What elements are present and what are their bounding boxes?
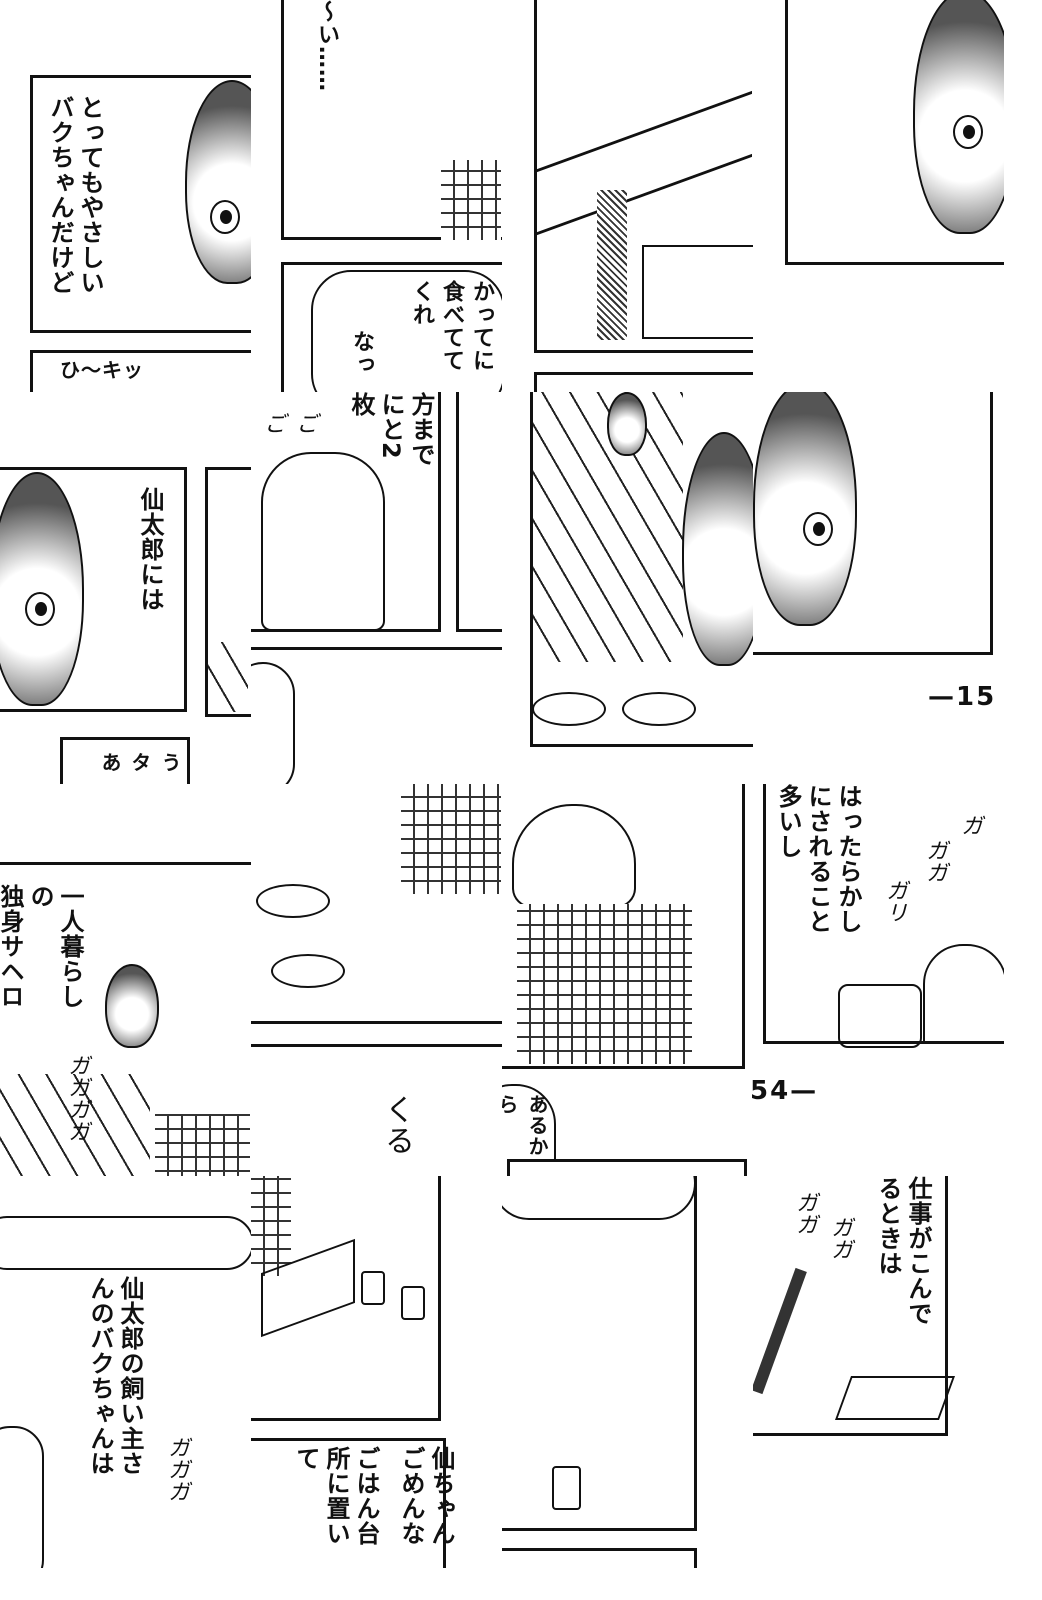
rabbit-illustration — [753, 392, 857, 626]
ink-bottle — [552, 1466, 581, 1510]
tile-r2c2: あるから — [502, 784, 753, 1176]
panel — [60, 737, 190, 784]
tile-r1c2 — [502, 392, 753, 784]
chair-illustration — [838, 984, 922, 1048]
tile-r1c1: 方までにと2枚 ごご — [251, 392, 502, 784]
apron-pattern — [441, 160, 501, 240]
panel — [753, 1176, 948, 1436]
sound-effect: ガガ — [792, 1191, 817, 1235]
tile-r0c0: とってもやさしいバクちゃんだけど ひ〜キッ — [0, 0, 251, 392]
speech-text: 仙太郎には — [136, 487, 164, 612]
tile-r1c3: —15 — [753, 392, 1004, 784]
speech-text: 仙太郎の飼い主さんのバクちゃんは — [86, 1276, 144, 1476]
tile-r3c0: 仙太郎の飼い主さんのバクちゃんは ガガガ — [0, 1176, 251, 1568]
ink-bottle — [361, 1271, 385, 1305]
speed-lines — [208, 642, 248, 712]
rabbit-illustration — [607, 392, 647, 456]
thought-bubble — [0, 1216, 251, 1270]
plate-illustration — [271, 954, 345, 988]
speech-text: うタあ — [98, 752, 182, 773]
shirt-pattern — [401, 784, 501, 894]
sound-effect: ガガ — [827, 1216, 852, 1260]
speech-text: 一人暮らしの — [26, 884, 84, 1009]
rabbit-eye — [210, 200, 240, 234]
tile-r3c3: 仕事がこんでるときは ガガ ガガ — [753, 1176, 1004, 1568]
thought-bubble — [251, 662, 295, 784]
speech-text: なっ — [349, 330, 374, 376]
speech-text: あるから — [502, 1094, 549, 1157]
person-illustration — [0, 1426, 44, 1568]
thought-bubble — [311, 270, 502, 392]
apron-pattern — [517, 904, 692, 1064]
rabbit-illustration — [185, 80, 251, 284]
panel — [251, 1044, 502, 1176]
tile-r2c3: はったらかしにされること多いし ガ ガガ ガリ — [753, 784, 1004, 1176]
panel — [763, 784, 1004, 1044]
panel — [251, 1438, 446, 1568]
page-number: 54— — [748, 1076, 821, 1106]
tile-r3c2 — [502, 1176, 753, 1568]
panel — [30, 350, 251, 392]
panel — [502, 1548, 697, 1568]
speech-text: かってに食べててくれ — [409, 280, 494, 372]
thought-bubble — [502, 1176, 696, 1220]
ink-bottle — [401, 1286, 425, 1320]
speech-text: はったらかしにされること多いし — [774, 784, 862, 934]
page-number: —15 — [928, 682, 997, 712]
rabbit-illustration — [682, 432, 753, 666]
tile-r1c0: 仙太郎には うタあ — [0, 392, 251, 784]
sound-effect: ガ — [957, 814, 982, 836]
speech-text: ひ〜キッ — [60, 358, 144, 382]
rabbit-eye — [25, 592, 55, 626]
panel — [534, 372, 753, 392]
rabbit-illustration — [0, 472, 84, 706]
shirt-pattern — [251, 1176, 291, 1276]
speed-lines — [0, 1074, 150, 1176]
speech-text: 仕事がこんでるときは — [874, 1176, 932, 1326]
speech-text: 方までにと2枚 — [347, 392, 435, 467]
speech-text: 〜い…… — [314, 0, 339, 92]
tile-r2c0: 一人暮らしの 独身サヘロ ガガガガ — [0, 784, 251, 1176]
plate-illustration — [256, 884, 330, 918]
person-illustration — [261, 452, 385, 631]
tile-r0c2 — [502, 0, 753, 392]
tile-r2c1: くる — [251, 784, 502, 1176]
rabbit-eye — [803, 512, 833, 546]
speech-text: とってもやさしいバクちゃんだけど — [46, 95, 104, 295]
speech-text: 独身サヘロ — [0, 884, 24, 1009]
speech-text: くる — [379, 1094, 414, 1156]
person-illustration — [923, 944, 1004, 1043]
sound-effect: ガガガ — [164, 1436, 189, 1502]
tile-r3c1: 仙ちゃんごめんな ごはん台所に置いて — [251, 1176, 502, 1568]
sound-effect: ごご — [260, 412, 317, 434]
box-illustration — [642, 245, 753, 339]
apron-pattern — [155, 1114, 250, 1176]
rabbit-eye — [953, 115, 983, 149]
plate-illustration — [532, 692, 606, 726]
panel — [456, 392, 502, 632]
panel — [502, 1176, 697, 1531]
desk-leg — [597, 190, 627, 340]
rabbit-illustration — [105, 964, 159, 1048]
tile-r0c1: 〜い…… かってに食べててくれ なっ — [251, 0, 502, 392]
speech-text: ごはん台所に置いて — [292, 1446, 380, 1546]
sound-effect: ガガガガ — [64, 1054, 89, 1142]
sound-effect: ガガ — [922, 839, 947, 883]
paper-illustration — [834, 1376, 956, 1420]
sound-effect: ガリ — [882, 879, 907, 923]
speech-text: 仙ちゃんごめんな — [397, 1446, 455, 1546]
plate-illustration — [622, 692, 696, 726]
panel — [507, 1159, 747, 1176]
person-illustration — [512, 804, 636, 908]
tile-r0c3 — [753, 0, 1004, 392]
